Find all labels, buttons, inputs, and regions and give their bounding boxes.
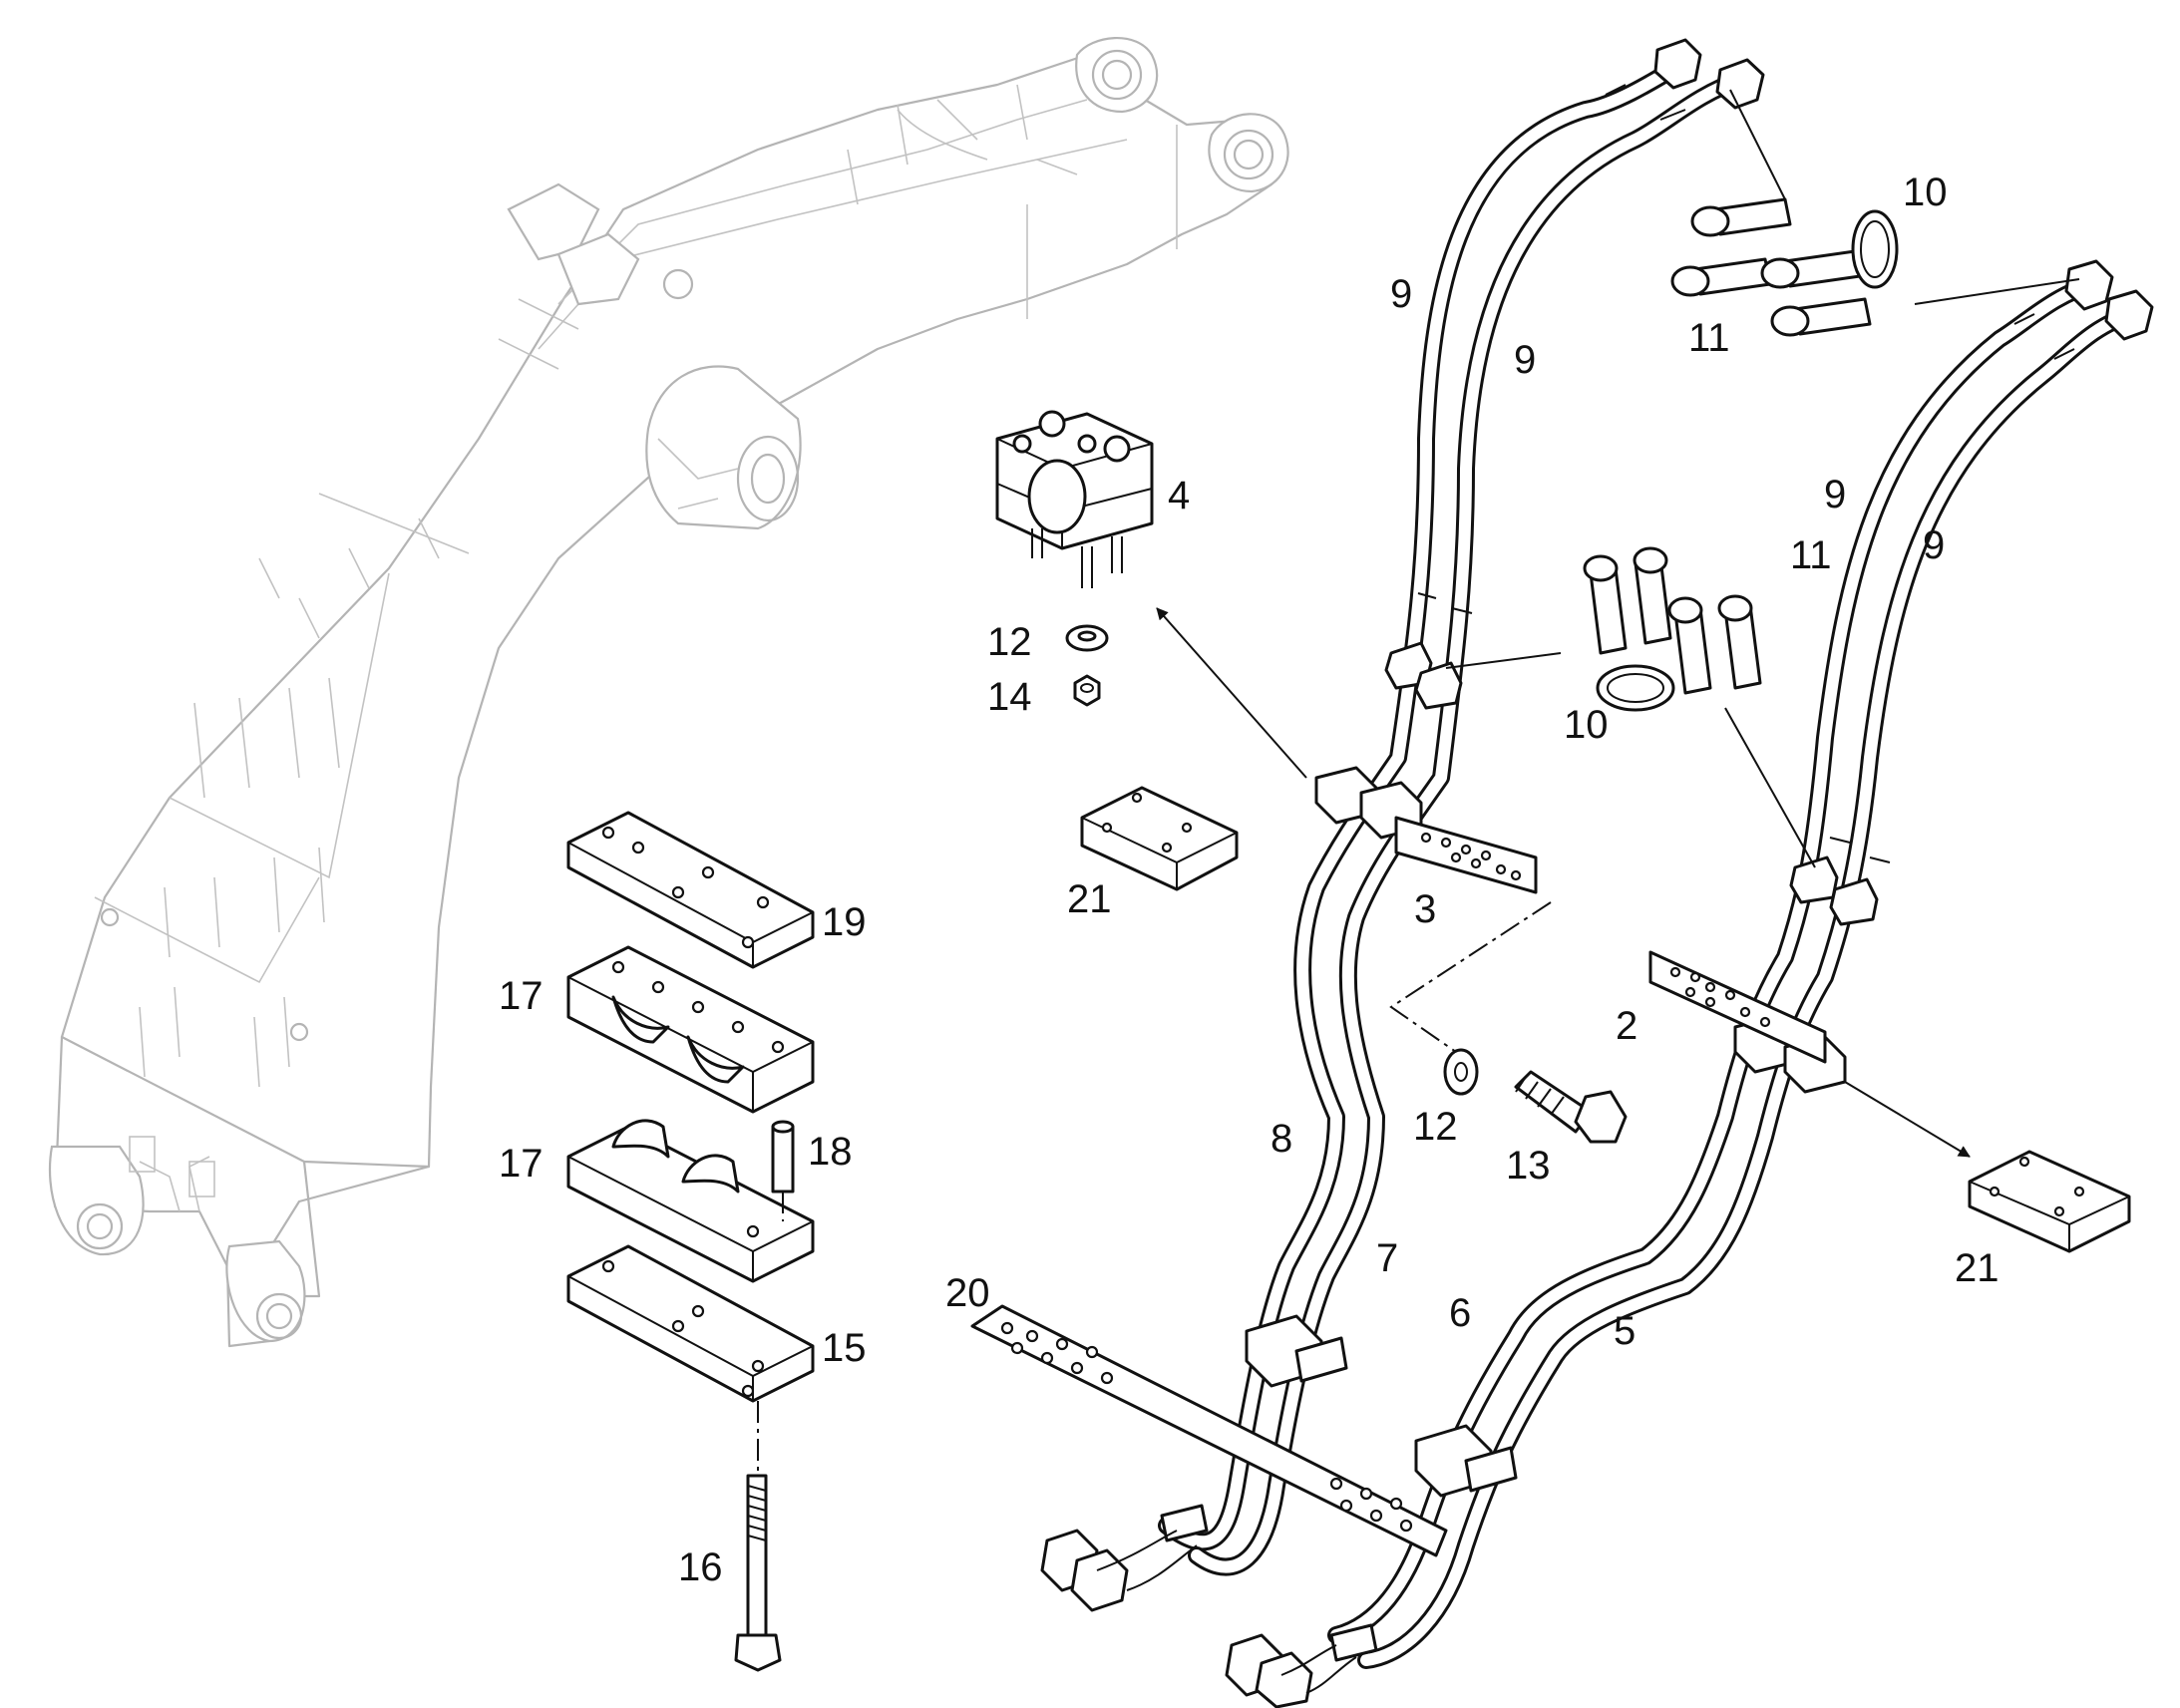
clamp-assembly-4 (995, 410, 1154, 588)
callout-9: 9 (1514, 338, 1536, 382)
callout-12: 12 (1413, 1105, 1458, 1149)
callout-18: 18 (808, 1130, 853, 1174)
o-ring-10-upper (1851, 209, 1899, 289)
callout-17: 17 (499, 1142, 544, 1186)
callout-10: 10 (1564, 703, 1609, 747)
washer-12-lower (1443, 1048, 1479, 1096)
callout-7: 7 (1376, 1236, 1398, 1280)
callout-3: 3 (1414, 887, 1436, 931)
callout-21: 21 (1955, 1246, 1999, 1290)
callout-5: 5 (1614, 1309, 1635, 1353)
pad-21-upper (1080, 786, 1239, 891)
plate-19 (566, 811, 815, 969)
callout-14: 14 (987, 675, 1032, 719)
leader-lines (757, 89, 2080, 1471)
callout-21: 21 (1067, 877, 1112, 921)
clamp-half-17-lower (566, 1119, 815, 1283)
plate-15 (566, 1244, 815, 1403)
callout-11: 11 (1790, 533, 1832, 577)
screws-11-lower (1583, 546, 1762, 695)
callout-19: 19 (822, 900, 867, 944)
hose-flanges-bottom (1040, 1504, 1378, 1708)
bracket-2 (1648, 950, 1827, 1064)
callout-9: 9 (1824, 473, 1846, 516)
callout-16: 16 (678, 1545, 723, 1589)
callout-9: 9 (1390, 272, 1412, 316)
callout-8: 8 (1271, 1117, 1292, 1161)
pin-18 (771, 1120, 795, 1194)
bracket-3 (1394, 816, 1538, 894)
callout-6: 6 (1449, 1291, 1471, 1335)
o-ring-10-lower (1596, 664, 1675, 712)
callout-4: 4 (1168, 474, 1190, 517)
callout-12: 12 (987, 620, 1032, 664)
callout-20: 20 (945, 1271, 990, 1315)
callout-11: 11 (1688, 316, 1730, 360)
clamp-half-17-upper (566, 945, 815, 1114)
bracket-20 (970, 1304, 1448, 1557)
washer-12-upper (1065, 624, 1109, 652)
callout-labels: 10 11 9 9 9 9 4 12 14 11 10 21 3 19 17 2… (499, 171, 1999, 1589)
hose-clamps (1245, 641, 1879, 1498)
bolt-13 (1514, 1070, 1628, 1144)
callout-13: 13 (1506, 1144, 1551, 1188)
hydraulic-hoses (1158, 56, 2143, 1669)
pad-21-lower (1968, 1150, 2131, 1253)
hose-end-fittings-top (1653, 38, 2154, 341)
callout-9: 9 (1923, 523, 1945, 567)
boom-assembly (48, 37, 1289, 1348)
callout-2: 2 (1616, 1004, 1637, 1048)
screws-11-upper (1670, 197, 1872, 337)
bolt-16 (734, 1474, 782, 1672)
nut-14 (1073, 674, 1101, 707)
callout-10: 10 (1903, 171, 1948, 214)
callout-15: 15 (822, 1326, 867, 1370)
callout-17: 17 (499, 974, 544, 1018)
